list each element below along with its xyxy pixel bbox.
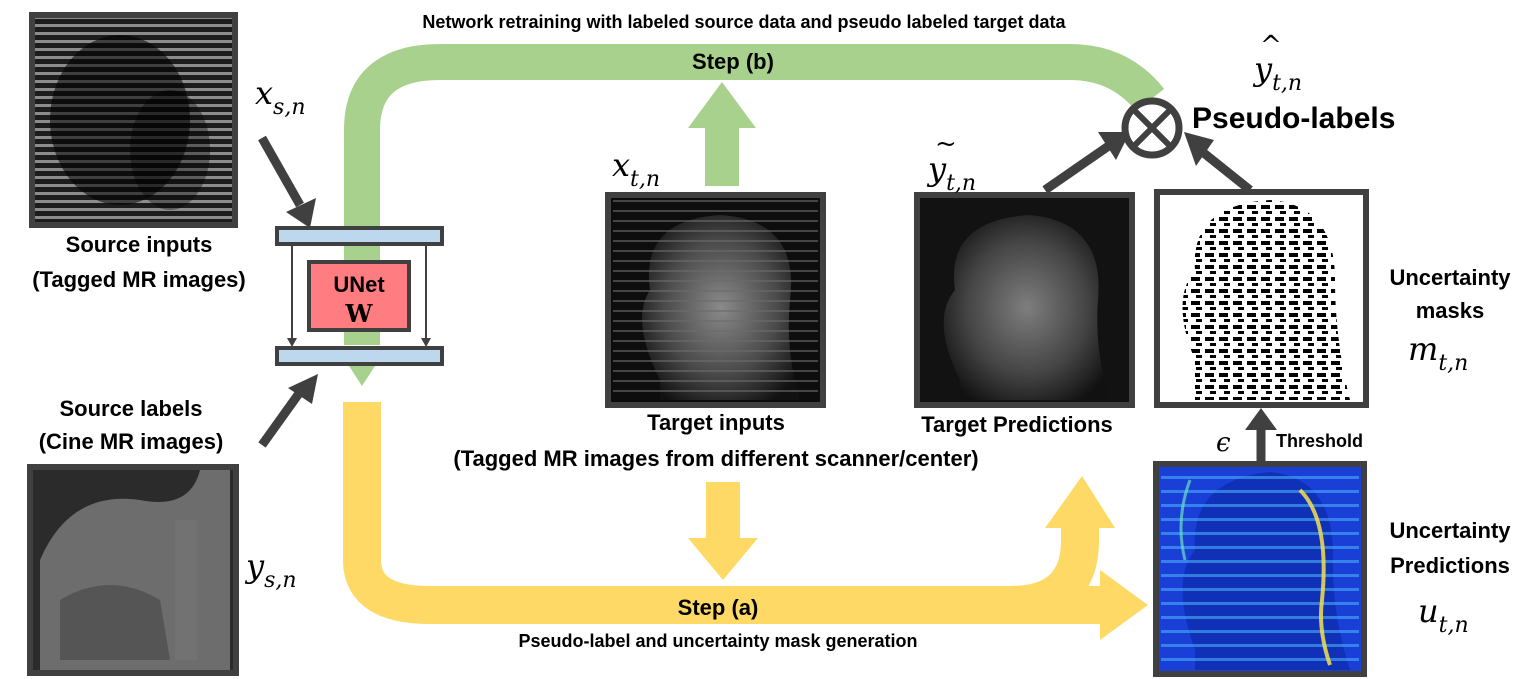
source-label-symbol: ys,n: [244, 547, 297, 593]
step-b-loop: [344, 44, 1165, 345]
arrow-label-to-unet: [258, 389, 304, 448]
arrow-pred-head: [1098, 132, 1130, 160]
arrow-mask-head: [1184, 132, 1214, 166]
uncertainty-prediction-image: [1153, 461, 1367, 677]
arrow-pred-to-combiner: [1042, 141, 1113, 194]
target-prediction-image: [914, 192, 1135, 408]
pseudo-labels-label: Pseudo-labels: [1192, 102, 1395, 135]
unet-bottom-bar: [275, 346, 444, 366]
yellow-down-arrow-shaft: [706, 482, 740, 538]
step-b-label: Step (b): [692, 49, 774, 74]
unet-weights: W: [345, 299, 374, 328]
yellow-down-arrow-head: [688, 538, 758, 580]
arrow-source-head: [286, 198, 316, 228]
uncertainty-predictions-line2: Predictions: [1390, 553, 1510, 578]
multiply-combiner-icon: [1121, 97, 1183, 159]
target-inputs-line1: Target inputs: [647, 410, 785, 435]
top-caption: Network retraining with labeled source d…: [422, 12, 1066, 32]
threshold-epsilon: ϵ: [1216, 428, 1231, 458]
arrow-source-to-unet: [258, 135, 304, 208]
step-a-arrowhead-right: [1100, 570, 1148, 640]
unet-block: UNet W: [275, 226, 444, 366]
uncertainty-masks-line2: masks: [1416, 298, 1485, 323]
target-input-image: [605, 192, 826, 408]
step-a-caption: Pseudo-label and uncertainty mask genera…: [518, 631, 917, 651]
step-a-branch-arrowhead: [1045, 476, 1115, 528]
uncertainty-mask-image: [1154, 189, 1369, 408]
source-input-image: [29, 12, 238, 228]
target-prediction-accent: ~: [935, 129, 957, 159]
target-inputs-line2: (Tagged MR images from different scanner…: [453, 446, 978, 471]
source-label-image: [27, 464, 239, 676]
step-a-loop: [343, 402, 1110, 624]
uncertainty-masks-line1: Uncertainty: [1389, 265, 1511, 290]
arrow-mask-to-combiner: [1197, 146, 1253, 194]
target-predictions-label: Target Predictions: [921, 412, 1113, 437]
unet-core: [307, 260, 411, 332]
uncertainty-prediction-symbol: ut,n: [1418, 592, 1469, 638]
unet-label: UNet: [333, 272, 385, 297]
uncertainty-mask-symbol: mt,n: [1408, 330, 1468, 376]
threshold-label: Threshold: [1276, 431, 1363, 451]
unet-top-bar: [275, 226, 444, 246]
arrow-label-head: [288, 374, 318, 404]
threshold-arrow-head: [1245, 408, 1277, 430]
green-up-arrow-head: [688, 82, 756, 128]
target-input-symbol: xt,n: [612, 146, 660, 192]
step-a-label: Step (a): [678, 595, 759, 620]
pseudo-label-symbol: yt,n: [1252, 50, 1302, 96]
source-inputs-line1: Source inputs: [66, 232, 213, 257]
step-a-branch-up: [1009, 520, 1099, 624]
source-labels-line2: (Cine MR images): [39, 429, 224, 454]
pseudo-label-accent: ^: [1260, 31, 1282, 61]
target-prediction-symbol: yt,n: [926, 150, 976, 196]
source-labels-line1: Source labels: [59, 396, 202, 421]
source-input-symbol: xs,n: [255, 74, 306, 120]
green-up-arrow-shaft: [705, 128, 739, 186]
uncertainty-predictions-line1: Uncertainty: [1389, 518, 1511, 543]
source-inputs-line2: (Tagged MR images): [32, 267, 246, 292]
